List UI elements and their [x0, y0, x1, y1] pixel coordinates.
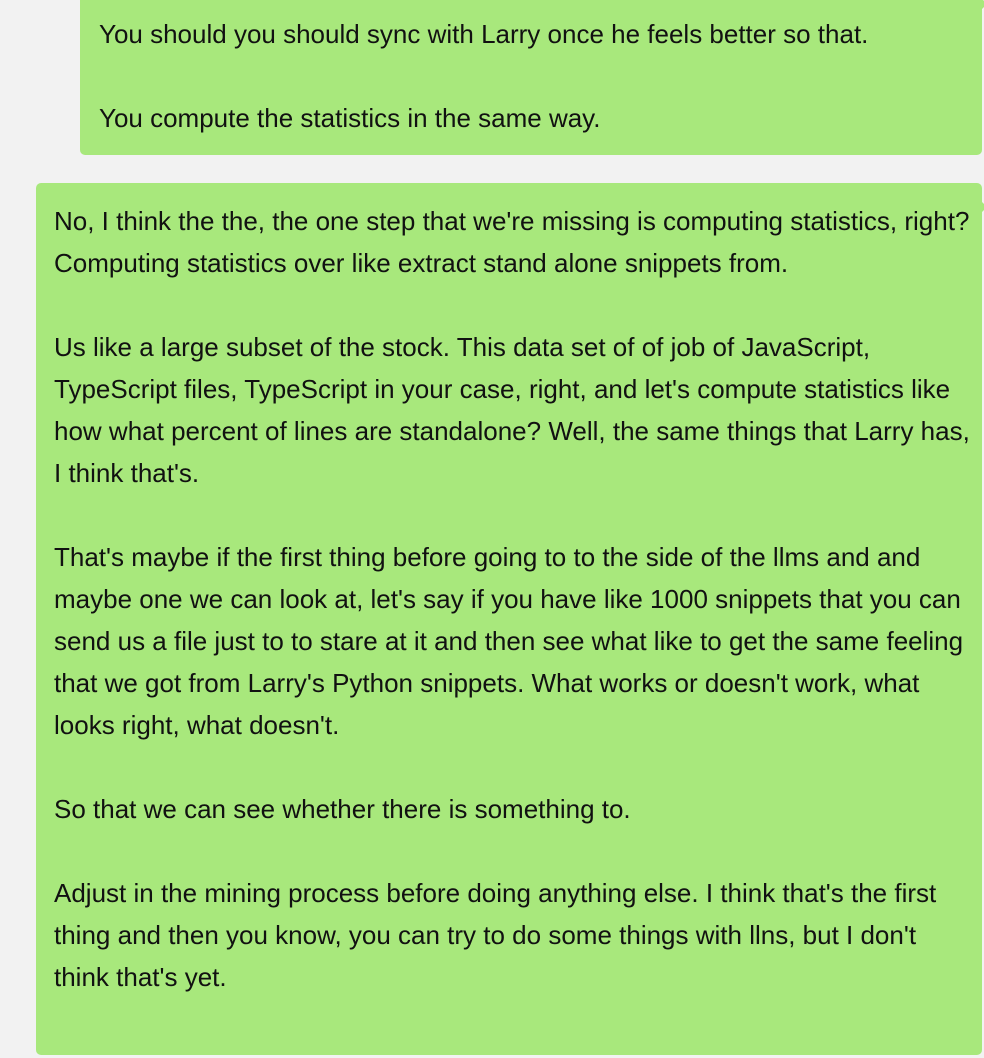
message-paragraph: So that we can see whether there is some…	[54, 794, 631, 824]
message-paragraph: Us like a large subset of the stock. Thi…	[54, 332, 970, 488]
message-paragraph: Adjust in the mining process before doin…	[54, 878, 937, 992]
message-paragraph: You compute the statistics in the same w…	[99, 103, 601, 133]
message-paragraph: No, I think the the, the one step that w…	[54, 206, 970, 278]
message-paragraph: You should you should sync with Larry on…	[99, 19, 869, 49]
message-bubble[interactable]: You should you should sync with Larry on…	[80, 0, 984, 155]
message-bubble[interactable]: No, I think the the, the one step that w…	[36, 183, 984, 1055]
message-paragraph: That's maybe if the first thing before g…	[54, 542, 964, 740]
